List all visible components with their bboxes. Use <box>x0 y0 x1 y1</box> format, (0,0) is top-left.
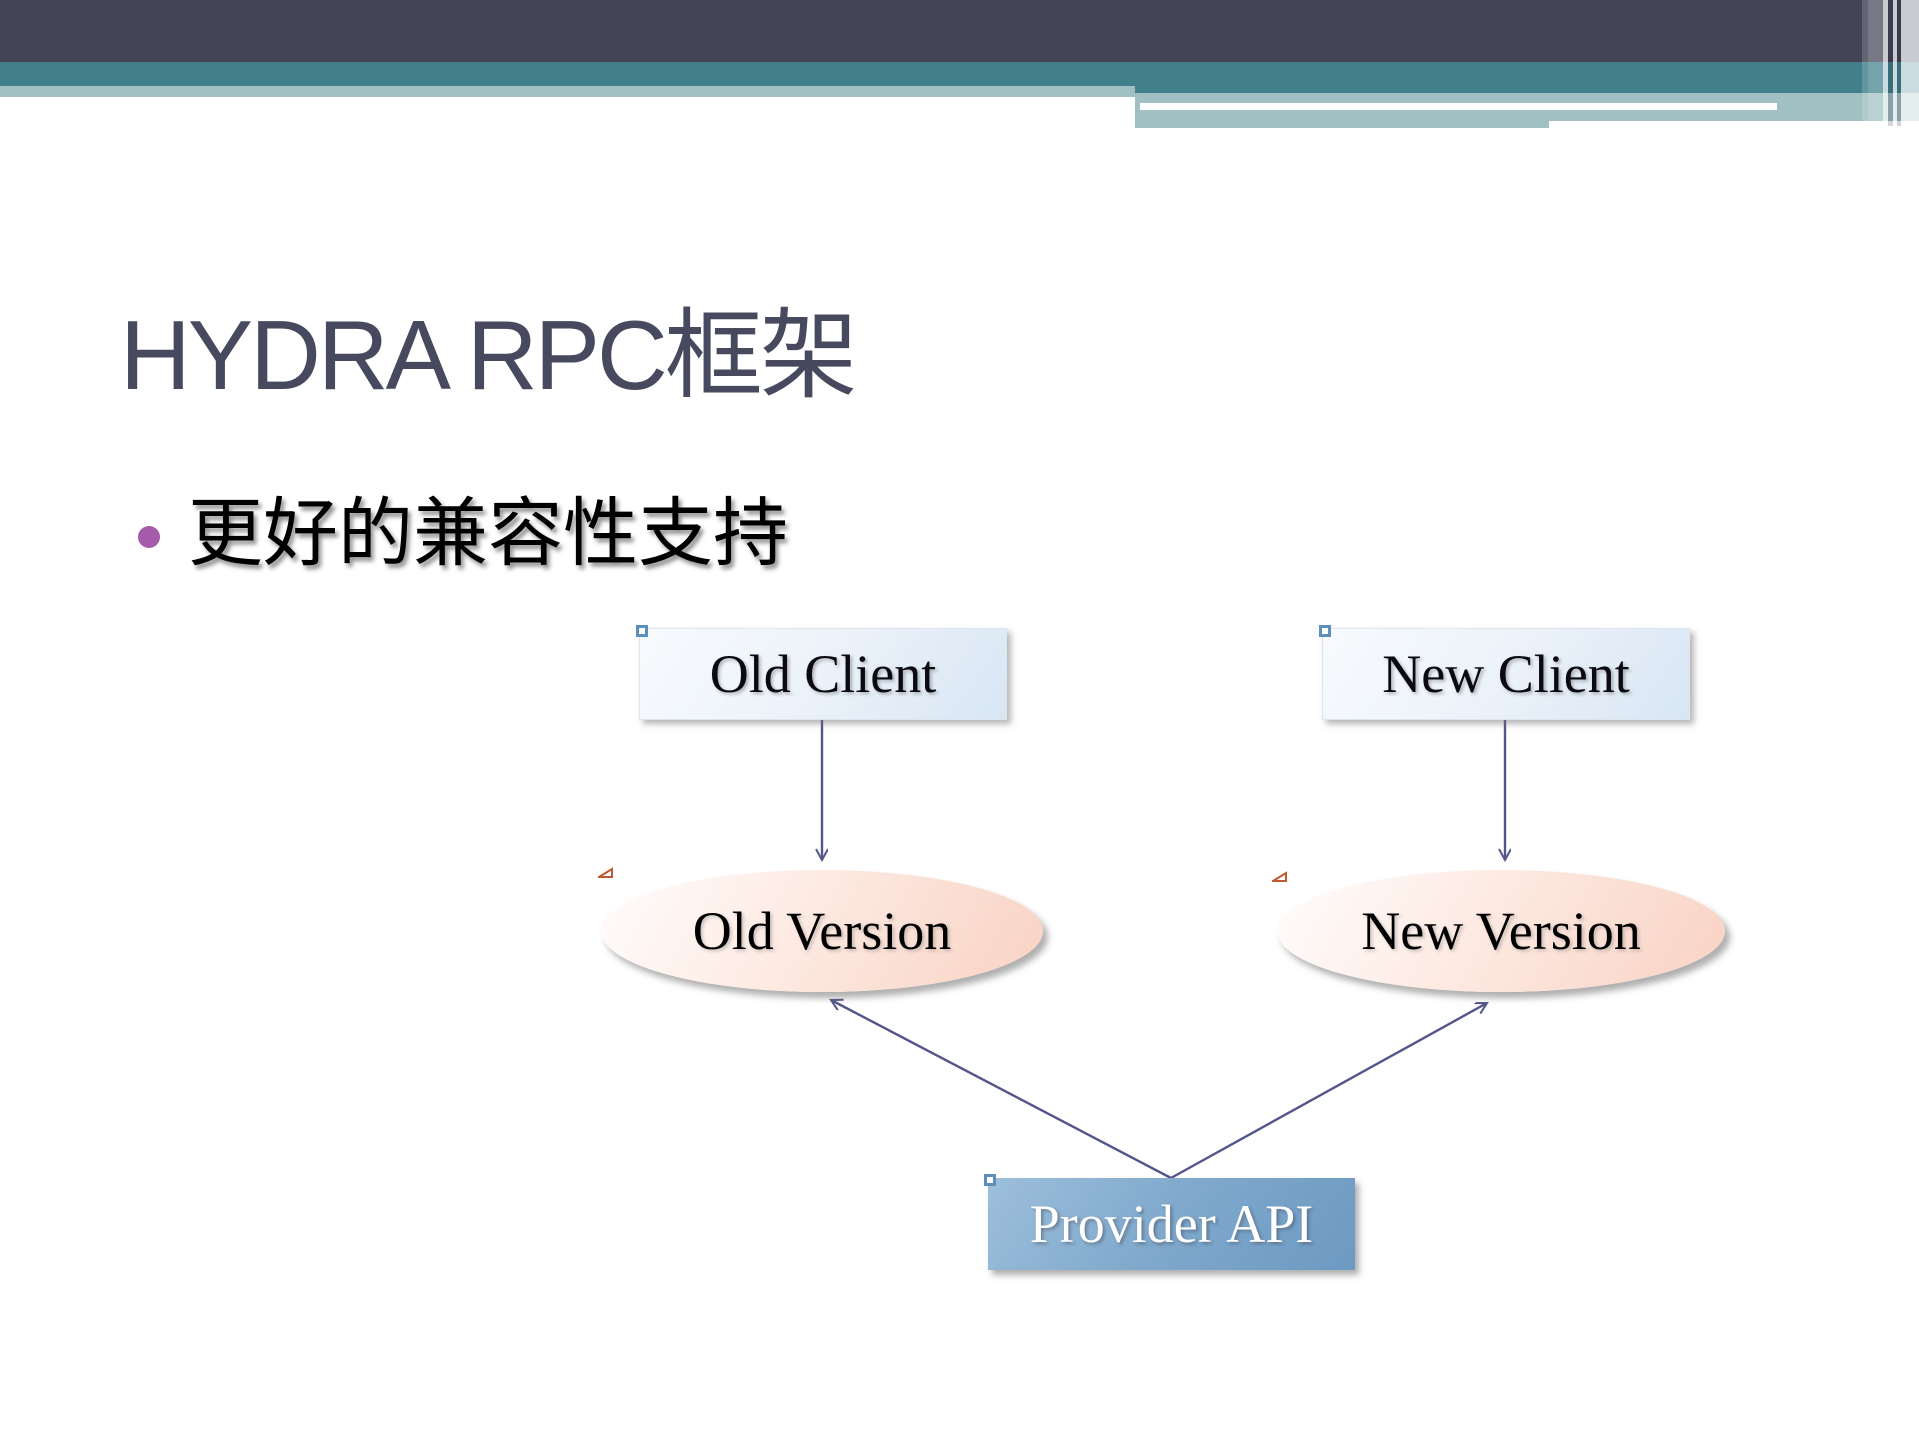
header-white-step <box>1549 121 1919 128</box>
header-band-dark <box>0 0 1919 62</box>
node-provider-api[interactable]: Provider API <box>984 1174 1355 1270</box>
shape-handle-square <box>984 1174 996 1186</box>
node-old-version[interactable]: Old Version <box>601 870 1043 992</box>
shape-handle-square <box>1319 625 1331 637</box>
node-old-version-label: Old Version <box>692 901 952 961</box>
triangle-marker-icon <box>1272 871 1287 882</box>
header-right-teal-extension <box>1135 86 1919 93</box>
arrow-provider-to-old-version <box>831 1000 1172 1180</box>
slide-title: HYDRA RPC框架 <box>120 300 858 410</box>
bullet-marker <box>138 526 160 548</box>
node-new-client-label: New Client <box>1382 644 1630 704</box>
header-band-teal <box>0 62 1919 86</box>
node-new-client[interactable]: New Client <box>1319 625 1690 720</box>
shape-handle-square <box>636 625 648 637</box>
node-new-version[interactable]: New Version <box>1277 870 1725 992</box>
bullet-text: 更好的兼容性支持 <box>188 493 789 576</box>
bullet-item: 更好的兼容性支持 <box>138 488 788 582</box>
header-band-light-teal <box>0 86 1919 97</box>
triangle-marker-icon <box>598 867 613 878</box>
node-old-client-label: Old Client <box>709 644 937 704</box>
header-right-vertical-stripes <box>1862 0 1919 126</box>
node-provider-api-label: Provider API <box>1029 1194 1314 1254</box>
arrow-provider-to-new-version <box>1170 1001 1487 1180</box>
header-white-stripe <box>1140 103 1777 110</box>
node-new-version-label: New Version <box>1361 901 1641 961</box>
node-old-client[interactable]: Old Client <box>636 625 1007 720</box>
